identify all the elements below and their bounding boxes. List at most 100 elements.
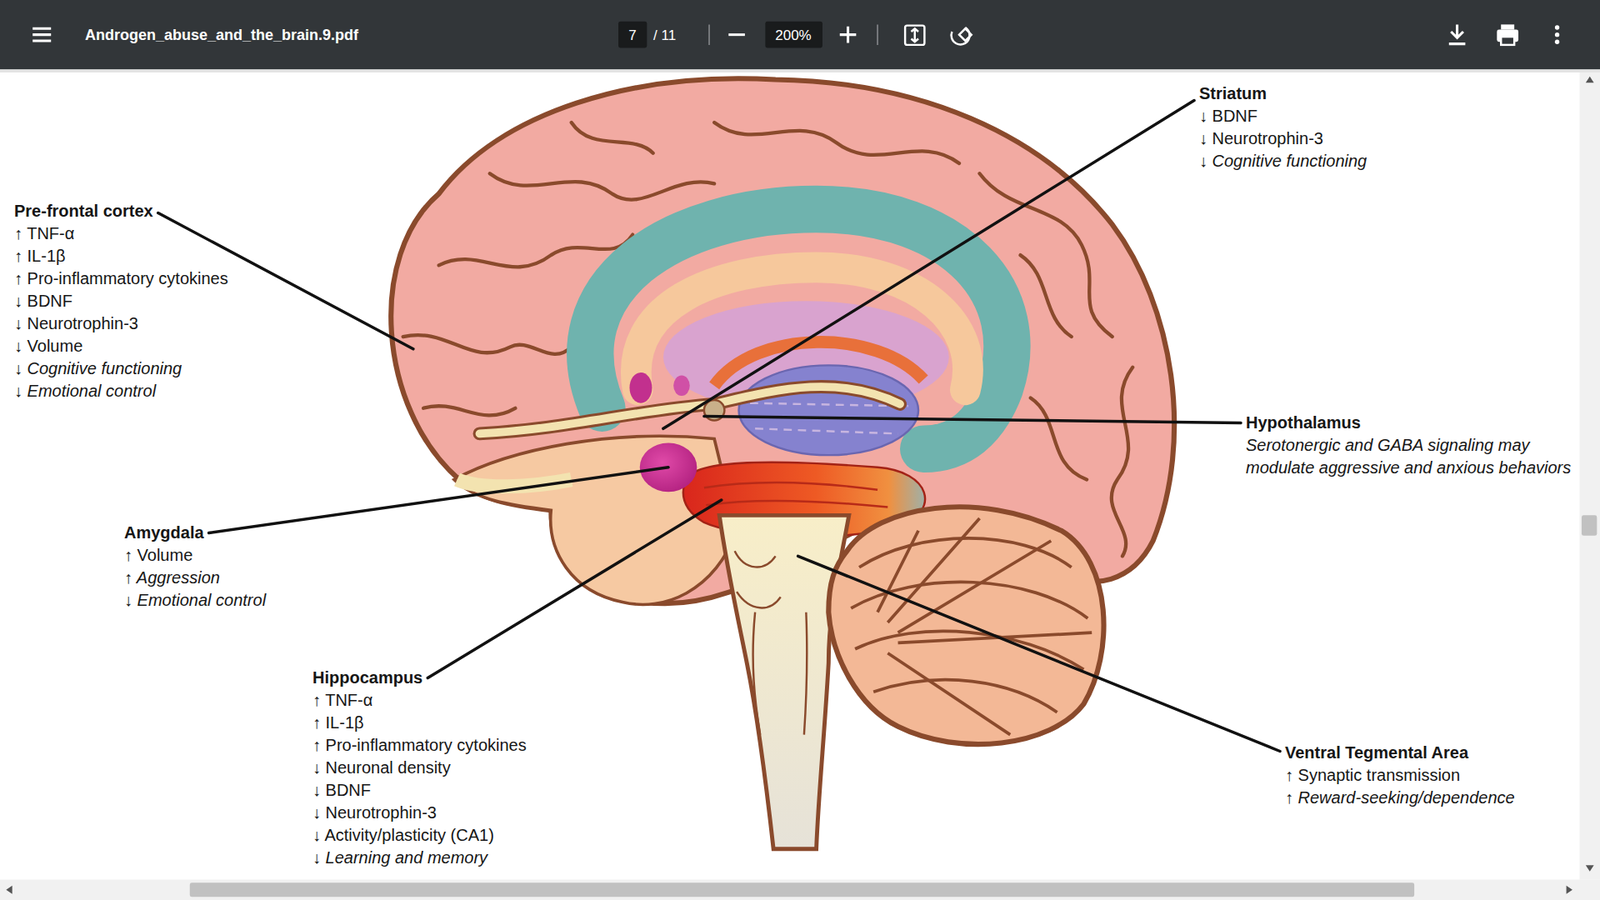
gyrus bbox=[714, 122, 960, 164]
callout-row: ↑ Pro-inflammatory cytokines bbox=[312, 734, 580, 757]
toolbar bbox=[0, 0, 1600, 70]
dot bbox=[1555, 25, 1560, 30]
menu-lines bbox=[32, 28, 51, 41]
dot bbox=[1555, 32, 1560, 37]
dot bbox=[1555, 40, 1560, 45]
region-name: Striatum bbox=[1199, 82, 1267, 105]
callout-row: Amygdala bbox=[124, 521, 341, 545]
zoom-input bbox=[765, 21, 823, 49]
effect-text: ↓ BDNF bbox=[1199, 105, 1258, 128]
fit-frame bbox=[905, 25, 925, 45]
effect-text: ↑ Synaptic transmission bbox=[1285, 764, 1460, 787]
arbor-vitae bbox=[877, 518, 1092, 735]
hippocampus-folds bbox=[704, 482, 888, 508]
callout-row: ↑ TNF-α bbox=[14, 222, 315, 245]
gyrus bbox=[423, 405, 515, 415]
zoom-out-icon bbox=[728, 33, 745, 36]
callout-row: Hippocampus bbox=[312, 666, 580, 690]
region-name: Pre-frontal cortex bbox=[14, 200, 154, 223]
callout-row: Ventral Tegmental Area bbox=[1285, 741, 1569, 765]
callout-row: ↑ TNF-α bbox=[312, 689, 580, 712]
callout-row: ↓ Cognitive functioning bbox=[1199, 150, 1475, 173]
brainstem-lines bbox=[735, 550, 781, 608]
callout-group: Pre-frontal cortex↑ TNF-α↑ IL-1β↑ Pro-in… bbox=[14, 200, 315, 403]
callout-row: ↓ Learning and memory bbox=[312, 846, 580, 870]
effect-text: ↓ Learning and memory bbox=[312, 846, 488, 870]
printer-paper bbox=[1500, 36, 1515, 45]
nucleus bbox=[673, 375, 690, 396]
effect-text: ↓ Emotional control bbox=[14, 380, 156, 403]
effect-text: ↑ IL-1β bbox=[14, 245, 66, 268]
effect-text: Serotonergic and GABA signaling may modu… bbox=[1245, 434, 1574, 480]
callout-row: ↓ Emotional control bbox=[14, 380, 315, 403]
callout-group: Amygdala↑ Volume↑ Aggression↓ Emotional … bbox=[124, 521, 341, 612]
gyrus bbox=[571, 122, 654, 154]
zoom-level: 200% bbox=[775, 28, 811, 43]
download-icon bbox=[1449, 24, 1466, 44]
effect-text: ↓ Activity/plasticity (CA1) bbox=[312, 824, 495, 847]
effect-text: ↑ IL-1β bbox=[312, 711, 365, 735]
more-icon bbox=[1555, 25, 1560, 45]
folium bbox=[850, 581, 1088, 619]
folium bbox=[855, 630, 1084, 670]
effect-text: ↓ BDNF bbox=[312, 779, 371, 802]
callout-row: ↑ Volume bbox=[124, 544, 341, 567]
leader-line bbox=[704, 416, 1241, 424]
effect-text: ↑ Pro-inflammatory cytokines bbox=[312, 734, 527, 757]
gyrus bbox=[1111, 367, 1133, 557]
effect-text: ↑ TNF-α bbox=[14, 222, 75, 245]
effect-text: ↓ Cognitive functioning bbox=[1199, 150, 1367, 173]
effect-text: ↓ Neurotrophin-3 bbox=[14, 312, 139, 335]
scroll-thumb bbox=[1581, 515, 1597, 535]
effect-text: ↑ TNF-α bbox=[312, 689, 373, 712]
callout-row: ↑ Synaptic transmission bbox=[1285, 764, 1569, 787]
folium bbox=[873, 680, 1057, 713]
fornix-outline bbox=[480, 386, 900, 434]
rotate-icon bbox=[951, 27, 972, 45]
callout-group: Striatum↓ BDNF↓ Neurotrophin-3↓ Cognitiv… bbox=[1199, 82, 1475, 173]
gyrus bbox=[490, 173, 715, 200]
download-arrow bbox=[1449, 24, 1466, 44]
separator bbox=[709, 24, 878, 45]
callout-group: Ventral Tegmental Area↑ Synaptic transmi… bbox=[1285, 741, 1569, 810]
fit-icon bbox=[905, 25, 925, 45]
callout-group: HypothalamusSerotonergic and GABA signal… bbox=[1245, 411, 1574, 480]
callout-group: Hippocampus↑ TNF-α↑ IL-1β↑ Pro-inflammat… bbox=[312, 666, 580, 870]
thalamus bbox=[739, 365, 920, 455]
brainstem bbox=[719, 515, 850, 849]
file-name: Androgen_abuse_and_the_brain.9.pdf bbox=[85, 27, 359, 43]
menu-icon bbox=[32, 28, 51, 41]
effect-text: ↑ Volume bbox=[124, 544, 193, 567]
printer-top bbox=[1500, 24, 1515, 30]
zoom-in-icon bbox=[840, 26, 857, 44]
callout-row: ↓ Emotional control bbox=[124, 589, 341, 612]
fornix bbox=[480, 386, 900, 434]
callout-row: ↓ BDNF bbox=[312, 779, 580, 802]
effect-text: ↓ Neurotrophin-3 bbox=[312, 801, 437, 825]
region-name: Amygdala bbox=[124, 521, 205, 545]
effect-text: ↓ Emotional control bbox=[124, 589, 266, 612]
scroll-thumb bbox=[190, 882, 1415, 897]
callout-row: ↓ Neurotrophin-3 bbox=[312, 801, 580, 825]
callout-row: ↓ Neuronal density bbox=[312, 756, 580, 780]
gyri bbox=[403, 122, 1134, 556]
callout-row: Serotonergic and GABA signaling may modu… bbox=[1245, 434, 1574, 480]
effect-text: ↑ Reward-seeking/dependence bbox=[1285, 786, 1515, 810]
horizontal-scrollbar bbox=[0, 880, 1600, 900]
callout-row: ↓ BDNF bbox=[1199, 105, 1475, 128]
callout-row: ↓ Volume bbox=[14, 335, 315, 358]
effect-text: ↓ Neurotrophin-3 bbox=[1199, 127, 1324, 150]
callout-row: ↓ Neurotrophin-3 bbox=[1199, 127, 1475, 150]
callout-row: ↑ IL-1β bbox=[312, 711, 580, 735]
folium bbox=[859, 538, 1072, 568]
page-count: / 11 bbox=[653, 28, 676, 43]
callout-row: ↑ Reward-seeking/dependence bbox=[1285, 786, 1569, 810]
callout-row: ↓ Neurotrophin-3 bbox=[14, 312, 315, 335]
callout-row: ↑ Pro-inflammatory cytokines bbox=[14, 267, 315, 290]
page-ground bbox=[0, 69, 1600, 900]
gyrus bbox=[1030, 398, 1087, 480]
effect-text: ↓ Cognitive functioning bbox=[14, 357, 182, 380]
page-input bbox=[618, 21, 647, 49]
